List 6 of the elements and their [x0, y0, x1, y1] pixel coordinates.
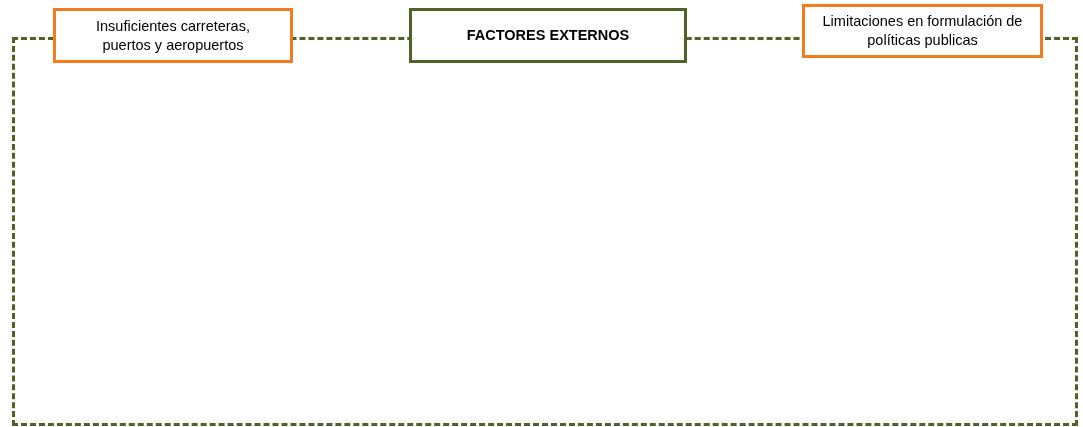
- text-box: [802, 4, 1043, 58]
- heading-text: FACTORES EXTERNOS: [466, 26, 630, 45]
- box-text: Limitaciones en formulación de políticas publicas: [821, 12, 1024, 50]
- box-text: Insuficientes carreteras, puertos y aeropuertos: [95, 16, 251, 55]
- text-box: [53, 8, 293, 63]
- heading-box: [409, 8, 687, 63]
